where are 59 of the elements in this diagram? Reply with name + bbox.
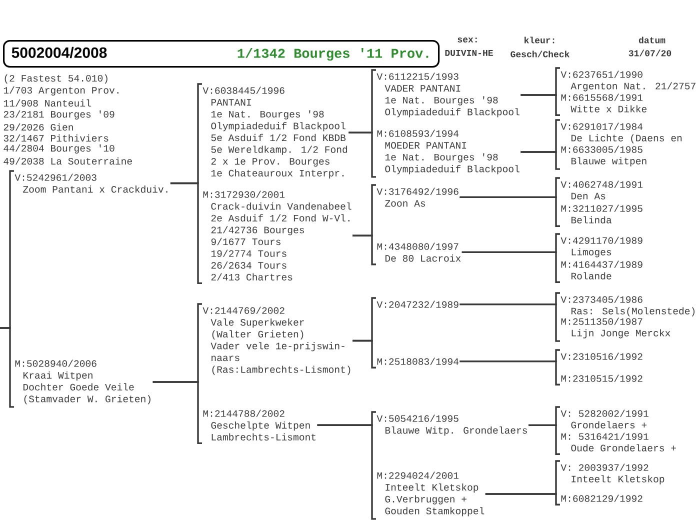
field-label: sex: (458, 38, 477, 42)
field-value: 31/07/20 (628, 50, 672, 56)
race-result: 49/2038 La Souterraine (4, 157, 132, 165)
race-result: 11/908 Nanteuil (4, 99, 91, 107)
race-result: 44/2804 Bourges '10 (4, 144, 114, 154)
race-result: 23/2181 Bourges '09 (4, 110, 114, 120)
pigeon-entry: M: 5316421/1991 Oude Grondelaers + (561, 432, 676, 452)
race-result: (2 Fastest 54.010) (4, 74, 108, 84)
pedigree-bracket (528, 424, 560, 455)
pigeon-entry: M:4348080/1997 De 80 Lacroix (377, 242, 461, 262)
pigeon-entry: M:6633005/1985 Blauwe witpen (561, 146, 646, 166)
pigeon-entry: V: 2003937/1992 Inteelt Kletskop (560, 464, 664, 484)
pigeon-entry: M:4164437/1989 Rolande (561, 260, 642, 280)
pigeon-entry: M:2294024/2001 Inteelt Kletskop G.Verbruggen + Gouden Stamkoppel (377, 472, 484, 516)
pigeon-entry: M:2511350/1987 Lijn Jonge Merckx (561, 318, 670, 338)
race-result: 1/703 Argenton Prov. (4, 86, 118, 96)
pedigree-bracket (485, 493, 560, 506)
pigeon-entry: M:3172930/2001 Crack-duivin Vandenabeel 2e Asduif 1/2 Fond W-Vl. 21/42736 Bourges 9/1677 Tours 19/2774 Tours 26/2634 Tours 2/413 Chartres (203, 190, 352, 280)
pedigree-bracket (460, 303, 560, 342)
pigeon-entry: V:6112215/1993 VADER PANTANI 1e Nat. Bourges '98 Olympiadeduif Blackpool (376, 72, 520, 118)
pedigree-bracket (460, 196, 560, 227)
pigeon-entry: V:5054216/1995 Blauwe Witp. Grondelaers (376, 414, 527, 436)
pedigree-header-box: 5002004/2008 1/1342 Bourges '11 Prov. (3, 40, 440, 68)
pedigree-bracket (352, 340, 376, 368)
pigeon-entry: V:4062748/1991 Den As (560, 180, 643, 200)
field-value: Gesch/Check (510, 50, 570, 58)
pigeon-entry: M:3211027/1995 Belinda (561, 204, 642, 224)
pigeon-entry: M:6082129/1992 (561, 494, 642, 502)
pedigree-bracket (462, 251, 560, 283)
race-result: 32/1467 Pithiviers (4, 134, 108, 142)
pigeon-entry: V:6038445/1996 PANTANI 1e Nat. Bourges '98 Olympiadeduif Blackpool 5e Asduif 1/2 Fond KBDB 5e Wereldkamp. 1/2 Fond 2 x 1e Prov. Bourges 1e Chateauroux Interpr. (202, 86, 348, 178)
pigeon-entry: V:2047232/1989 (376, 300, 458, 308)
pedigree-bracket (352, 234, 376, 266)
pedigree-bracket (152, 381, 202, 444)
pigeon-entry: M:6108593/1994 MOEDER PANTANI 1e Nat. Bourges '98 Olympiadeduif Blackpool (377, 130, 520, 174)
pigeon-entry: V:2144769/2002 Vale Superkweker (Walter Grieten) Vader vele 1e-prijswin- naars (Ras:Lambrechts-Lismont) (202, 306, 350, 375)
pedigree-bracket (348, 132, 376, 178)
pedigree-bracket (520, 94, 560, 116)
pigeon-entry: M:6615568/1991 Witte x Dikke (561, 94, 646, 112)
pigeon-entry: V:3176492/1996 Zoon As (376, 188, 458, 207)
pigeon-entry: V:6291017/1984 De Lichte (Daens en (560, 122, 682, 144)
pigeon-entry: M:2518083/1994 (377, 358, 459, 365)
pigeon-entry: V:5242961/2003 Zoom Pantani x Crackduiv. (14, 174, 168, 193)
field-label: datum (638, 36, 666, 44)
pigeon-entry: V:6237651/1990 Argenton Nat. 21/2757 (560, 70, 696, 92)
pedigree-bracket (170, 182, 202, 284)
pigeon-entry: V: 5282002/1991 Grondelaers + (560, 410, 648, 428)
pigeon-entry: V:2310516/1992 (560, 352, 642, 360)
pedigree-bracket (520, 151, 560, 170)
pigeon-entry: M:5028940/2006 Kraai Witpen Dochter Goede Veile (Stamvader W. Grieten) (15, 360, 150, 404)
pigeon-entry: V:2373405/1986 Ras: Sels(Molenstede) (560, 296, 694, 316)
field-label: kleur: (524, 36, 554, 44)
pedigree-bracket (0, 327, 14, 408)
pigeon-entry: M:2310515/1992 (561, 374, 642, 382)
pedigree-bracket (460, 360, 560, 386)
pedigree-bracket (317, 424, 376, 520)
race-result: 29/2026 Gien (4, 123, 73, 131)
pigeon-entry: M:2144788/2002 Geschelpte Witpen Lambrechts-Lismont (203, 410, 316, 440)
pigeon-entry: V:4291170/1989 Limoges (560, 236, 642, 258)
